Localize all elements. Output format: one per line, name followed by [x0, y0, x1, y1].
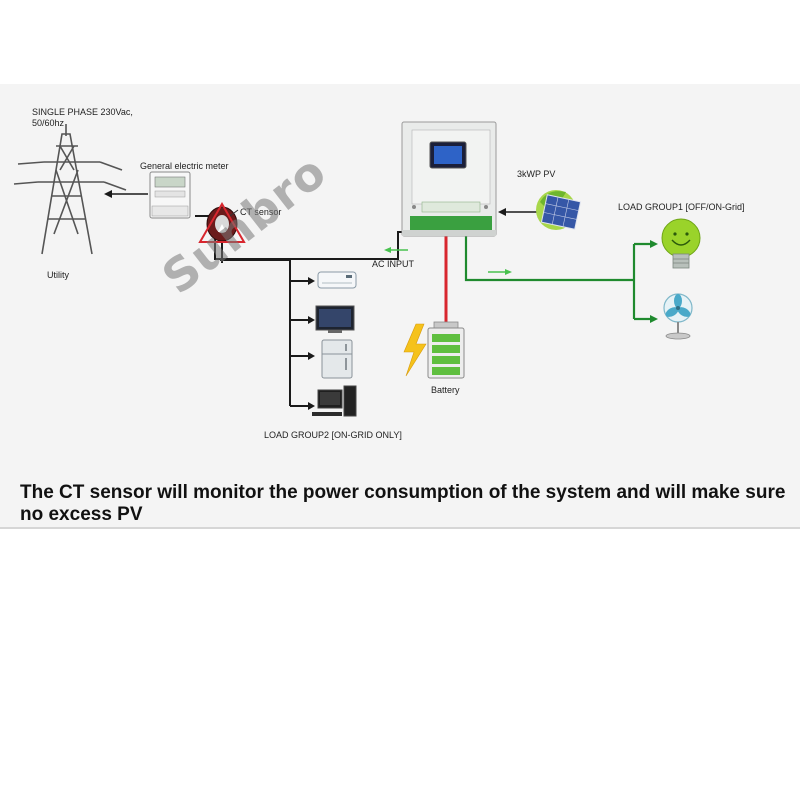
ct-sensor-pointer — [229, 209, 239, 217]
load-arrows — [308, 277, 315, 410]
load-group1-label: LOAD GROUP1 [OFF/ON-Grid] — [618, 202, 745, 212]
battery-label: Battery — [431, 385, 460, 395]
air-conditioner-icon — [317, 271, 357, 289]
pv-arrow — [498, 208, 538, 216]
transmission-tower-icon — [13, 124, 127, 255]
meter-to-utility-arrow — [104, 190, 148, 198]
utility-label: Utility — [47, 270, 69, 280]
light-bulb-icon — [661, 218, 701, 269]
electric-meter-icon — [149, 171, 191, 219]
solar-panel-icon — [536, 190, 582, 230]
load-group2-label: LOAD GROUP2 [ON-GRID ONLY] — [264, 430, 402, 440]
divider — [0, 527, 800, 529]
desktop-computer-icon — [312, 385, 357, 417]
wiring-diagram — [13, 121, 701, 417]
ct-sensor-icon — [198, 202, 246, 243]
output-arrows — [650, 240, 658, 323]
caption-text: The CT sensor will monitor the power con… — [20, 482, 786, 525]
meter-label: General electric meter — [140, 161, 229, 171]
output-wires — [464, 234, 652, 321]
utility-supply-label: SINGLE PHASE 230Vac, 50/60hz — [32, 107, 133, 128]
ct-sensor-label: CT sensor — [240, 207, 282, 217]
battery-icon — [403, 321, 465, 379]
pv-label: 3kWP PV — [517, 169, 556, 179]
flow-arrows — [384, 247, 512, 275]
ac-input-label: AC INPUT — [372, 259, 415, 269]
refrigerator-icon — [321, 339, 353, 379]
television-icon — [315, 305, 355, 333]
fan-icon — [663, 293, 693, 340]
hybrid-inverter-icon — [401, 121, 497, 237]
